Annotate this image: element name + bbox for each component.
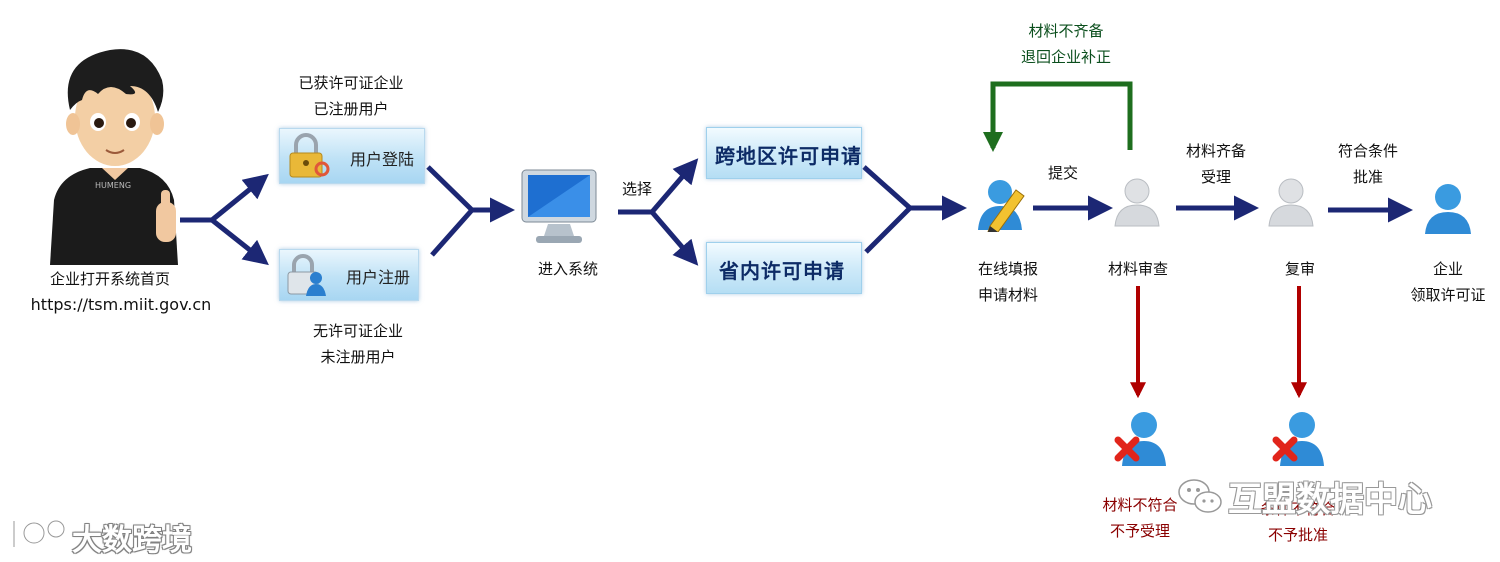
- enter-system-label: 进入系统: [537, 260, 598, 278]
- arrow-return-loop: [983, 81, 1133, 152]
- accept-line1: 材料齐备: [1185, 142, 1246, 160]
- login-button-label: 用户登陆: [350, 150, 415, 169]
- grey-user-icon: [1114, 178, 1160, 227]
- arrow-to-register: [210, 218, 269, 266]
- review-reject-line1: 材料不符合: [1102, 496, 1178, 514]
- receive-line2: 领取许可证: [1410, 286, 1486, 304]
- approve-line1: 符合条件: [1337, 142, 1398, 160]
- watermark-left-text: 大数跨境: [72, 523, 192, 558]
- review-label: 材料审查: [1107, 260, 1168, 278]
- login-button[interactable]: 用户登陆: [279, 128, 425, 184]
- accept-line2: 受理: [1200, 168, 1231, 186]
- blue-user-icon: [1425, 184, 1471, 234]
- register-button[interactable]: 用户注册: [279, 249, 419, 301]
- cross-region-label: 跨地区许可申请: [715, 144, 862, 168]
- arrow-to-login: [210, 173, 269, 222]
- in-province-button[interactable]: 省内许可申请: [706, 242, 862, 294]
- pencil-user-icon: [978, 180, 1025, 232]
- red-x-user-icon: [1272, 412, 1324, 466]
- monitor-icon: [521, 169, 597, 243]
- recheck-label: 复审: [1284, 260, 1315, 278]
- watermark-right-text: 互盟数据中心: [1228, 480, 1432, 520]
- start-line1: 企业打开系统首页: [49, 270, 170, 288]
- return-line1: 材料不齐备: [1028, 22, 1104, 40]
- branch-bottom-line2: 未注册用户: [320, 348, 396, 366]
- arrow-to-cross-region: [650, 158, 699, 214]
- arrow-cross-merge: [862, 165, 912, 210]
- choose-label: 选择: [621, 180, 652, 198]
- review-reject-line2: 不予受理: [1109, 522, 1170, 540]
- grey-user-icon: [1268, 178, 1314, 227]
- lock-key-icon: [289, 133, 330, 178]
- in-province-label: 省内许可申请: [719, 259, 845, 283]
- return-line2: 退回企业补正: [1020, 48, 1111, 66]
- arrow-login-merge: [426, 165, 474, 212]
- branch-top-line1: 已获许可证企业: [298, 74, 404, 92]
- recheck-reject-line2: 不予批准: [1267, 526, 1328, 544]
- receive-line1: 企业: [1432, 260, 1463, 278]
- cross-region-button[interactable]: 跨地区许可申请: [706, 127, 862, 179]
- chat-bubble-icon: [1178, 479, 1222, 513]
- red-x-user-icon: [1114, 412, 1166, 466]
- person-avatar: HUMENG: [50, 49, 178, 265]
- start-url: https://tsm.miit.gov.cn: [30, 295, 212, 314]
- arrow-to-in-province: [650, 210, 699, 266]
- fill-line1: 在线填报: [977, 260, 1038, 278]
- approve-line2: 批准: [1352, 168, 1383, 186]
- lock-user-icon: [287, 254, 326, 296]
- arrow-register-merge: [430, 208, 474, 257]
- register-button-label: 用户注册: [346, 268, 411, 287]
- recheck-reject-line1: 条件不符合: [1260, 500, 1336, 518]
- shirt-logo: HUMENG: [95, 181, 131, 190]
- watermark-logo-icon: [11, 519, 66, 547]
- arrow-province-merge: [864, 206, 912, 254]
- branch-top-line2: 已注册用户: [313, 100, 389, 118]
- fill-line2: 申请材料: [977, 286, 1038, 304]
- branch-bottom-line1: 无许可证企业: [312, 322, 403, 340]
- submit-label: 提交: [1047, 164, 1078, 182]
